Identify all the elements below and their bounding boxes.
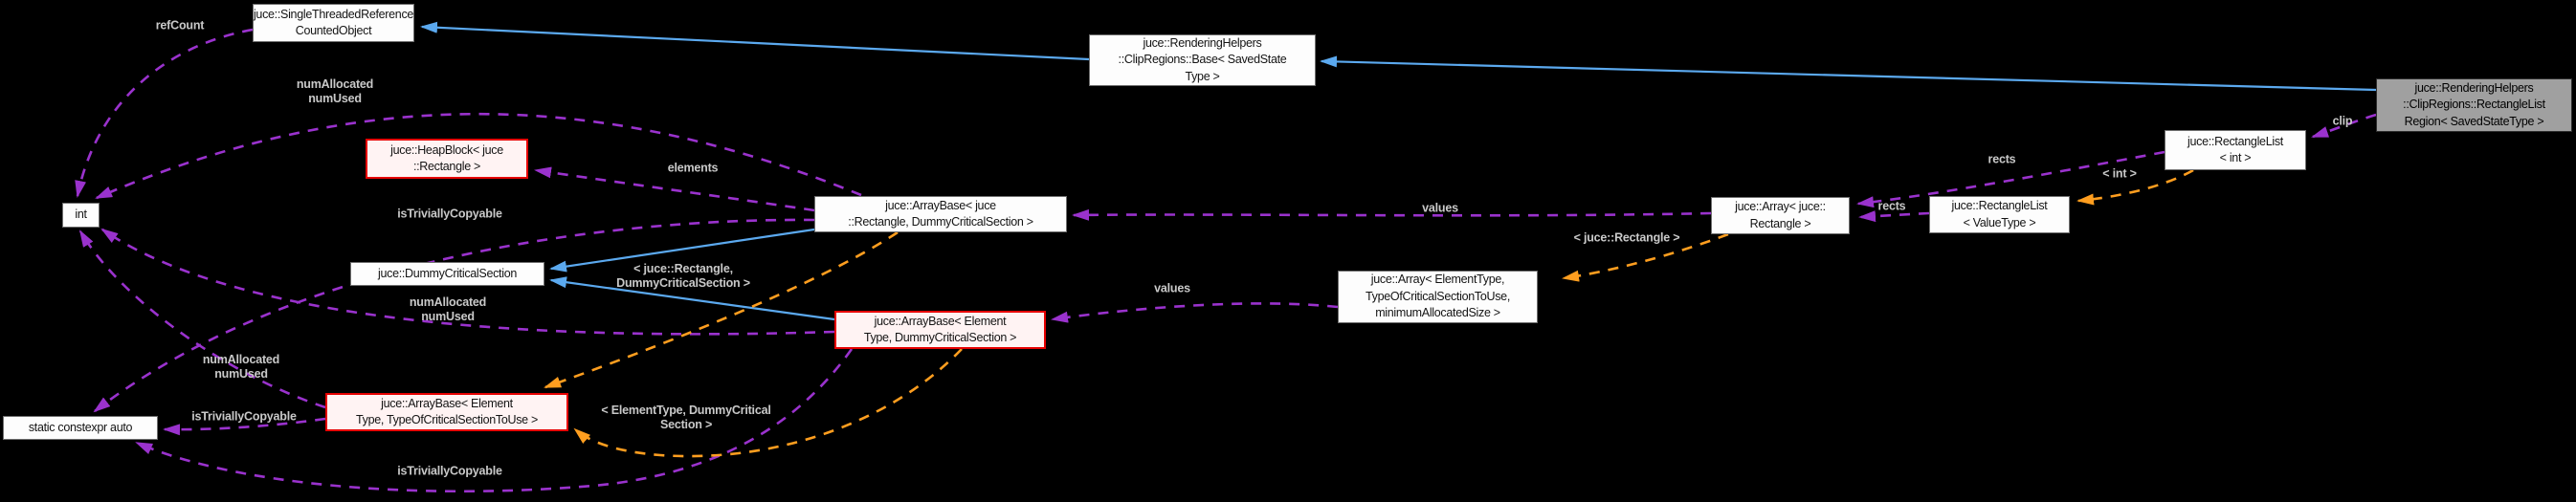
edge-label-template-elementtype-dcs: < ElementType, DummyCritical Section >	[601, 404, 771, 431]
edge-template-elementtype-dcs	[573, 348, 963, 458]
node-static-constexpr-auto[interactable]: static constexpr auto	[3, 416, 158, 440]
node-arraybase-elementtype-dummycriticalsection[interactable]: juce::ArrayBase< Element Type, DummyCrit…	[834, 311, 1046, 349]
edge-usage-istriviallycopyable-static	[163, 417, 326, 436]
edge-label-rects-lower: rects	[1877, 199, 1906, 213]
edge-label-numallocated-bottom: numAllocated numUsed	[202, 353, 280, 381]
edge-template-rectangle-dcs	[544, 230, 899, 389]
edge-label-istriviallycopyable-upper: isTriviallyCopyable	[397, 207, 502, 221]
edge-label-numallocated-mid: numAllocated numUsed	[409, 295, 487, 323]
node-array-rectangle[interactable]: juce::Array< juce:: Rectangle >	[1711, 197, 1850, 234]
edge-label-istriviallycopyable-static: isTriviallyCopyable	[191, 409, 297, 424]
edge-usage-elements	[534, 166, 815, 212]
edge-template-jucerectangle	[1562, 232, 1729, 282]
edge-label-template-int: < int >	[2102, 166, 2137, 181]
edge-usage-values-upper	[1072, 208, 1712, 221]
edge-label-values-lower: values	[1154, 281, 1190, 295]
edge-usage-numallocated-top	[95, 112, 862, 200]
edge-label-refcount: refCount	[155, 18, 205, 33]
node-rectangle-list-region-current: juce::RenderingHelpers ::ClipRegions::Re…	[2376, 78, 2572, 132]
edge-label-elements: elements	[667, 161, 719, 175]
edge-label-values-upper: values	[1422, 201, 1458, 215]
edge-template-int	[2076, 168, 2194, 206]
node-clip-regions-base[interactable]: juce::RenderingHelpers ::ClipRegions::Ba…	[1089, 34, 1316, 86]
edge-label-clip: clip	[2332, 114, 2353, 128]
node-rectangle-list-int[interactable]: juce::RectangleList < int >	[2165, 130, 2306, 170]
edge-usage-clip	[2311, 113, 2377, 139]
edge-inherit-region-to-base	[1320, 55, 2377, 92]
edge-inherit-base-to-singlethreaded	[420, 21, 1090, 61]
node-int[interactable]: int	[62, 203, 100, 228]
edge-usage-rects-lower	[1858, 210, 1930, 223]
edge-usage-rects-upper	[1856, 150, 2165, 208]
node-array-elementtype[interactable]: juce::Array< ElementType, TypeOfCritical…	[1338, 271, 1538, 323]
edge-label-template-jucerectangle: < juce::Rectangle >	[1573, 230, 1680, 245]
node-rectangle-list-valuetype[interactable]: juce::RectangleList < ValueType >	[1929, 196, 2070, 233]
edge-label-rects-upper: rects	[1988, 152, 2016, 166]
node-single-threaded-reference-counted-object[interactable]: juce::SingleThreadedReference CountedObj…	[253, 4, 414, 42]
edge-usage-values-lower	[1051, 302, 1339, 323]
edge-usage-istriviallycopyable-bottom	[135, 348, 854, 493]
edge-usage-numallocated-mid	[100, 228, 835, 336]
edge-usage-numallocated-bottom	[78, 229, 326, 409]
node-dummy-critical-section[interactable]: juce::DummyCriticalSection	[350, 262, 544, 286]
edge-usage-istriviallycopyable-upper	[93, 218, 815, 413]
node-arraybase-elementtype-typeofcriticalsectiontouse[interactable]: juce::ArrayBase< Element Type, TypeOfCri…	[325, 393, 568, 431]
edge-label-istriviallycopyable-bottom: isTriviallyCopyable	[397, 464, 502, 478]
edge-inherit-arraybaseel-to-dcs	[549, 276, 835, 321]
edge-label-template-rectangle-dcs: < juce::Rectangle, DummyCriticalSection …	[616, 262, 750, 290]
node-arraybase-rectangle-dummycriticalsection[interactable]: juce::ArrayBase< juce ::Rectangle, Dummy…	[814, 196, 1067, 232]
edge-inherit-arraybaserect-to-dcs	[549, 228, 815, 273]
node-heapblock-rectangle[interactable]: juce::HeapBlock< juce ::Rectangle >	[366, 139, 528, 179]
edge-label-numallocated-top: numAllocated numUsed	[296, 77, 374, 105]
